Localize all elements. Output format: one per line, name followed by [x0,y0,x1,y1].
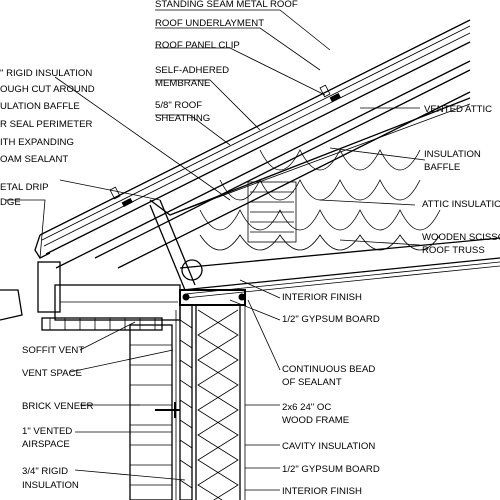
label-bead-2: OF SEALANT [282,377,342,388]
soffit-vent-strip [41,317,163,331]
label-rigid-left-4: R SEAL PERIMETER [0,119,92,130]
brick-ties [155,402,180,418]
label-vented-attic: VENTED ATTIC [424,104,492,115]
callout-lines [5,9,426,491]
label-gypsum-bottom: 1/2" GYPSUM BOARD [282,464,380,475]
soffit-vent-board [54,284,181,321]
metal-drip-edge [34,234,51,259]
label-wood-frame-2: WOOD FRAME [282,415,349,426]
metal-roof-line [39,19,471,236]
label-roof-panel-clip: ROOF PANEL CLIP [155,40,240,51]
ceiling-finish-line [184,265,500,299]
ceiling-gypsum-line [184,261,500,295]
label-brick-veneer: BRICK VENEER [22,401,94,412]
label-cavity-insulation: CAVITY INSULATION [282,441,375,452]
roof-underlayment-line [43,32,471,247]
top-plate-sealant-bead [238,293,246,301]
label-roof-sheathing-2: SHEATHING [155,113,210,124]
heel-sealant-bead [181,259,203,281]
heel-rigid-insulation [247,181,297,243]
roof-panel-clips [121,92,341,207]
attic-insulation [199,149,441,251]
label-vent-space: VENT SPACE [22,368,82,379]
standing-seams [109,84,331,200]
standing-seam [319,84,331,98]
label-roof-underlayment: ROOF UNDERLAYMENT [155,18,264,29]
label-airspace-2: AIRSPACE [22,439,70,450]
wall-assembly [129,304,246,500]
label-gypsum-top: 1/2" GYPSUM BOARD [282,314,380,325]
label-rigid-left-1: " RIGID INSULATION [0,68,92,79]
label-drip-2: DGE [0,197,21,208]
label-rigid-left-5: ITH EXPANDING [0,137,74,148]
cavity-insulation [197,309,239,500]
label-soffit-vent: SOFFIT VENT [22,345,84,356]
truss-heel-web [149,204,186,291]
truss-bottom-chord-top [179,237,500,269]
roof-assembly [34,19,500,299]
label-self-adhered: SELF-ADHERED [155,65,229,76]
label-interior-finish-bottom: INTERIOR FINISH [282,486,362,497]
roof-panel-clip [329,92,341,102]
label-rigid-bottom-2: INSULATION [22,480,79,491]
brick-veneer [129,324,173,500]
soffit-assembly [0,261,246,331]
truss-bottom-chord-bottom [181,257,500,291]
label-rigid-left-6: OAM SEALANT [0,154,68,165]
roof-sheathing-bottom [55,60,471,269]
label-rigid-left-2: OUGH CUT AROUND [0,84,95,95]
label-bead-1: CONTINUOUS BEAD [282,364,375,375]
label-scissor-truss-1: WOODEN SCISSOR [422,232,500,243]
wall-rigid-insulation [179,304,193,500]
label-interior-finish-top: INTERIOR FINISH [282,292,362,303]
label-drip-1: ETAL DRIP [0,182,49,193]
label-roof-sheathing-1: 5/8" ROOF [155,100,202,111]
roof-sheathing-top [45,41,471,255]
fascia-board [37,261,61,313]
label-membrane: MEMBRANE [155,78,210,89]
label-insulation-baffle-1: INSULATION [424,149,481,160]
top-plate-sealant-bead [182,293,190,301]
label-rigid-bottom-1: 3/4" RIGID [22,466,68,477]
label-airspace-1: 1" VENTED [22,426,72,437]
label-standing-seam: STANDING SEAM METAL ROOF [155,0,298,10]
label-scissor-truss-2: ROOF TRUSS [422,245,485,256]
label-insulation-baffle-2: BAFFLE [424,162,460,173]
label-rigid-left-3: ULATION BAFFLE [0,101,80,112]
truss-top-chord-top [94,69,471,259]
roof-panel-clip [121,197,133,207]
gutter [0,289,23,321]
label-wood-frame-1: 2x6 24" OC [282,402,331,413]
label-attic-insulation: ATTIC INSULATION [422,199,500,210]
